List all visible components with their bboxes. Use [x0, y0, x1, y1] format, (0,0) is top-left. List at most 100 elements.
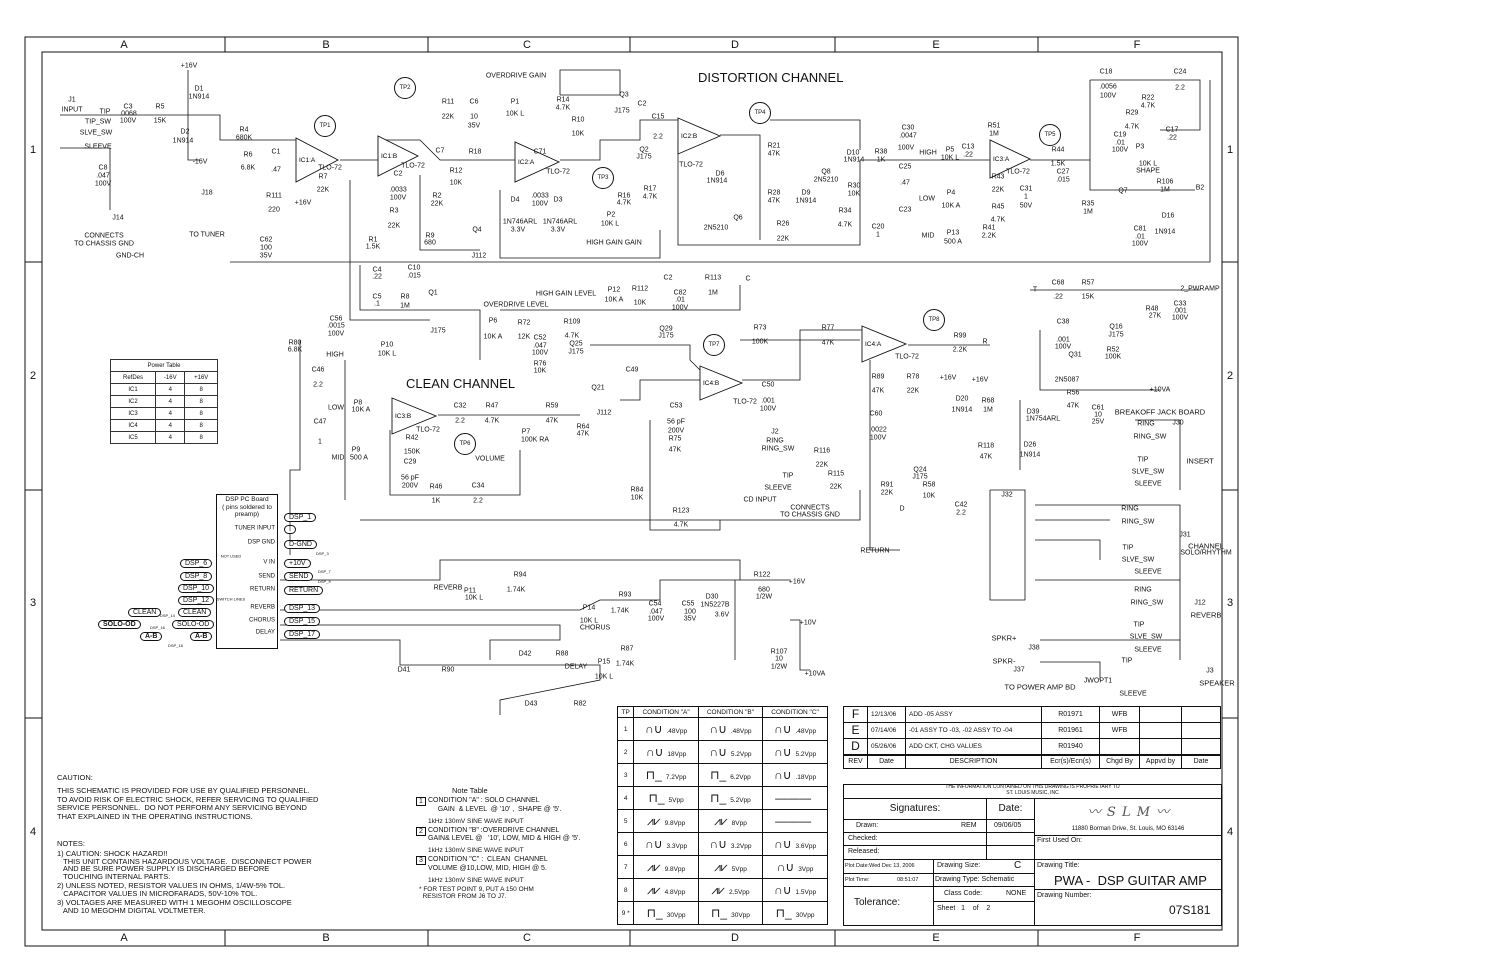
- component-label: TLO-72: [679, 161, 703, 169]
- component-label: D6: [715, 170, 725, 178]
- checked-label: Checked:: [848, 835, 878, 842]
- component-label: RING: [1137, 420, 1155, 428]
- component-label: 100V: [897, 144, 915, 152]
- component-label: R113: [704, 274, 722, 282]
- waveform-square-icon: ⊓_: [775, 906, 792, 920]
- power-table-cell: 8: [184, 431, 218, 444]
- component-label: .047: [533, 342, 547, 350]
- sheet-number: Sheet 1 of 2: [937, 905, 991, 912]
- tp-waveform-cell: ∩∪3Vpp: [762, 855, 828, 879]
- component-label: BREAKOFF JACK BOARD: [1114, 407, 1206, 417]
- component-label: 2.2: [1175, 84, 1185, 92]
- tp-voltage: 4.8Vpp: [664, 888, 686, 896]
- component-label: 10K L: [594, 673, 614, 681]
- component-label: C25: [898, 163, 912, 171]
- note-number-box: 2: [416, 826, 426, 836]
- component-label: R30: [847, 182, 861, 190]
- component-label: J2: [771, 428, 779, 436]
- component-label: 10: [470, 113, 478, 121]
- op-amp-symbol: [699, 365, 744, 401]
- component-label: C23: [898, 206, 912, 214]
- component-label: J32: [1001, 491, 1013, 499]
- component-label: 22K: [880, 489, 894, 497]
- dsp-pin-label: REVERB: [250, 604, 275, 611]
- component-label: 100: [684, 608, 696, 616]
- op-amp-symbol: [514, 141, 561, 183]
- component-label: 50V: [1019, 202, 1033, 210]
- component-label: 35V: [467, 122, 481, 130]
- component-label: C31: [1019, 185, 1033, 193]
- tp-table-row: 9 *⊓_30Vpp⊓_30Vpp⊓_30Vpp: [616, 901, 828, 925]
- op-amp-symbol: [377, 135, 420, 177]
- net-flag: SOLO-OD: [98, 620, 141, 629]
- component-label: 1N746ARL: [502, 218, 538, 226]
- component-label: 1N5227B: [700, 601, 730, 609]
- component-label: SPKR+: [991, 633, 1017, 643]
- component-label: HIGH GAIN GAIN: [586, 239, 642, 247]
- grid-column-label: D: [731, 932, 739, 944]
- component-label: 3.3V: [510, 226, 526, 234]
- component-label: SLVE_SW: [1131, 468, 1165, 476]
- component-label: 10K: [571, 130, 585, 138]
- component-label: 2.2: [313, 381, 323, 389]
- component-label: 47K: [979, 453, 993, 461]
- component-label: D1: [194, 85, 204, 93]
- component-label: R111: [266, 192, 282, 200]
- component-label: C38: [1056, 318, 1070, 326]
- component-label: 500 A: [350, 454, 368, 462]
- drawing-size-label: Drawing Size:: [937, 862, 981, 869]
- net-flag: I: [284, 525, 296, 534]
- component-label: C4: [372, 266, 382, 274]
- tp-voltage: 3.6Vpp: [795, 843, 817, 850]
- tp-waveform-cell: ———: [762, 809, 828, 833]
- component-label: +10V: [799, 619, 817, 627]
- grid-column-label: F: [1133, 932, 1141, 944]
- note-1: 1) CAUTION: SHOCK HAZARD!! THIS UNIT CON…: [57, 849, 312, 881]
- component-label: 1M: [708, 289, 718, 297]
- component-label: C61: [1091, 404, 1105, 412]
- component-label: 1N754ARL: [1025, 415, 1061, 423]
- tp-voltage: 1.5Vpp: [795, 889, 817, 896]
- component-label: 10K A: [483, 333, 503, 341]
- op-amp-label: IC1:A: [299, 157, 316, 164]
- component-label: TLO-72: [733, 398, 757, 406]
- component-label: 1.74K: [615, 660, 635, 668]
- component-label: R2: [432, 192, 442, 200]
- component-label: RING_SW: [1130, 599, 1164, 607]
- component-label: C29: [403, 458, 417, 466]
- component-label: R90: [441, 666, 455, 674]
- tp-waveform-cell: ⩘⩗9.8Vpp: [633, 809, 699, 833]
- revision-cell: WFB: [1099, 722, 1140, 739]
- component-label: 4.7K: [616, 199, 632, 207]
- component-label: 3.6V: [714, 611, 730, 619]
- component-label: R52: [1106, 346, 1120, 354]
- grid-row-label: 1: [1226, 144, 1234, 156]
- component-label: .22: [963, 151, 973, 159]
- component-label: D30: [705, 593, 719, 601]
- component-label: C2: [637, 100, 647, 108]
- tp-waveform-cell: ⊓_5.2Vpp: [697, 786, 764, 810]
- component-label: Q2: [639, 146, 649, 154]
- component-label: C82: [673, 289, 687, 297]
- component-label: CONNECTS: [84, 232, 124, 240]
- grid-column-label: B: [322, 39, 330, 51]
- tp-waveform-cell: ⩘⩗8Vpp: [697, 809, 764, 833]
- component-label: R18: [468, 148, 482, 156]
- component-label: +10VA: [804, 670, 826, 678]
- component-label: 100V: [1054, 343, 1072, 351]
- component-label: CHANNEL: [1188, 541, 1224, 551]
- component-label: .22: [1167, 134, 1177, 142]
- component-label: 680K: [235, 134, 253, 142]
- component-label: C24: [1173, 68, 1187, 76]
- component-label: 1: [1024, 193, 1028, 201]
- caution-text: THIS SCHEMATIC IS PROVIDED FOR USE BY QU…: [57, 786, 319, 821]
- component-label: J3: [1206, 667, 1214, 675]
- component-label: R84: [630, 486, 644, 494]
- component-label: 22K: [776, 235, 790, 243]
- drawing-number-label: Drawing Number:: [1037, 892, 1092, 899]
- component-label: SLVE_SW: [79, 129, 113, 137]
